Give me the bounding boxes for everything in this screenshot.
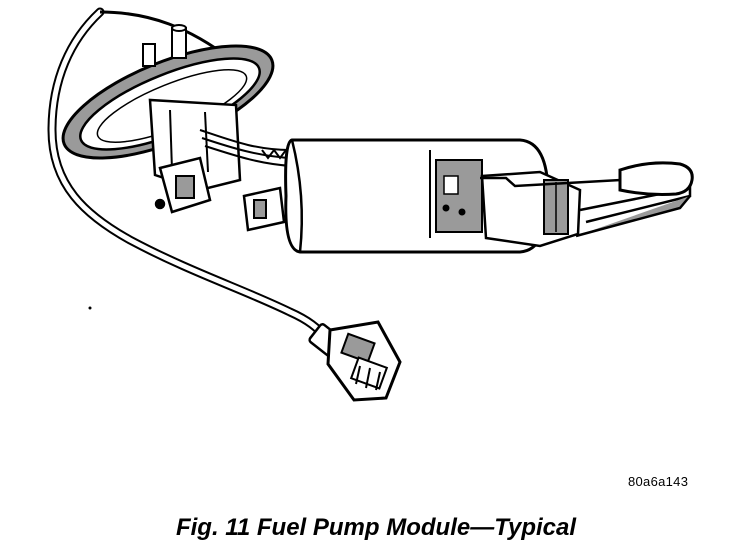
figure-caption: Fig. 11 Fuel Pump Module—Typical — [175, 514, 577, 541]
stray-mark — [88, 306, 92, 310]
fuel-level-sender — [480, 170, 582, 248]
float-arm — [480, 174, 692, 238]
fuel-pump-module-illustration — [47, 7, 694, 402]
figure-reference-code: 80a6a143 — [628, 474, 689, 489]
pressure-regulator — [154, 156, 212, 214]
fuel-pump-canister — [284, 138, 550, 254]
pump-bracket — [242, 186, 286, 232]
pump-wire-bundle — [199, 129, 293, 167]
harness-connector — [308, 320, 402, 402]
fuel-level-float — [618, 161, 694, 196]
